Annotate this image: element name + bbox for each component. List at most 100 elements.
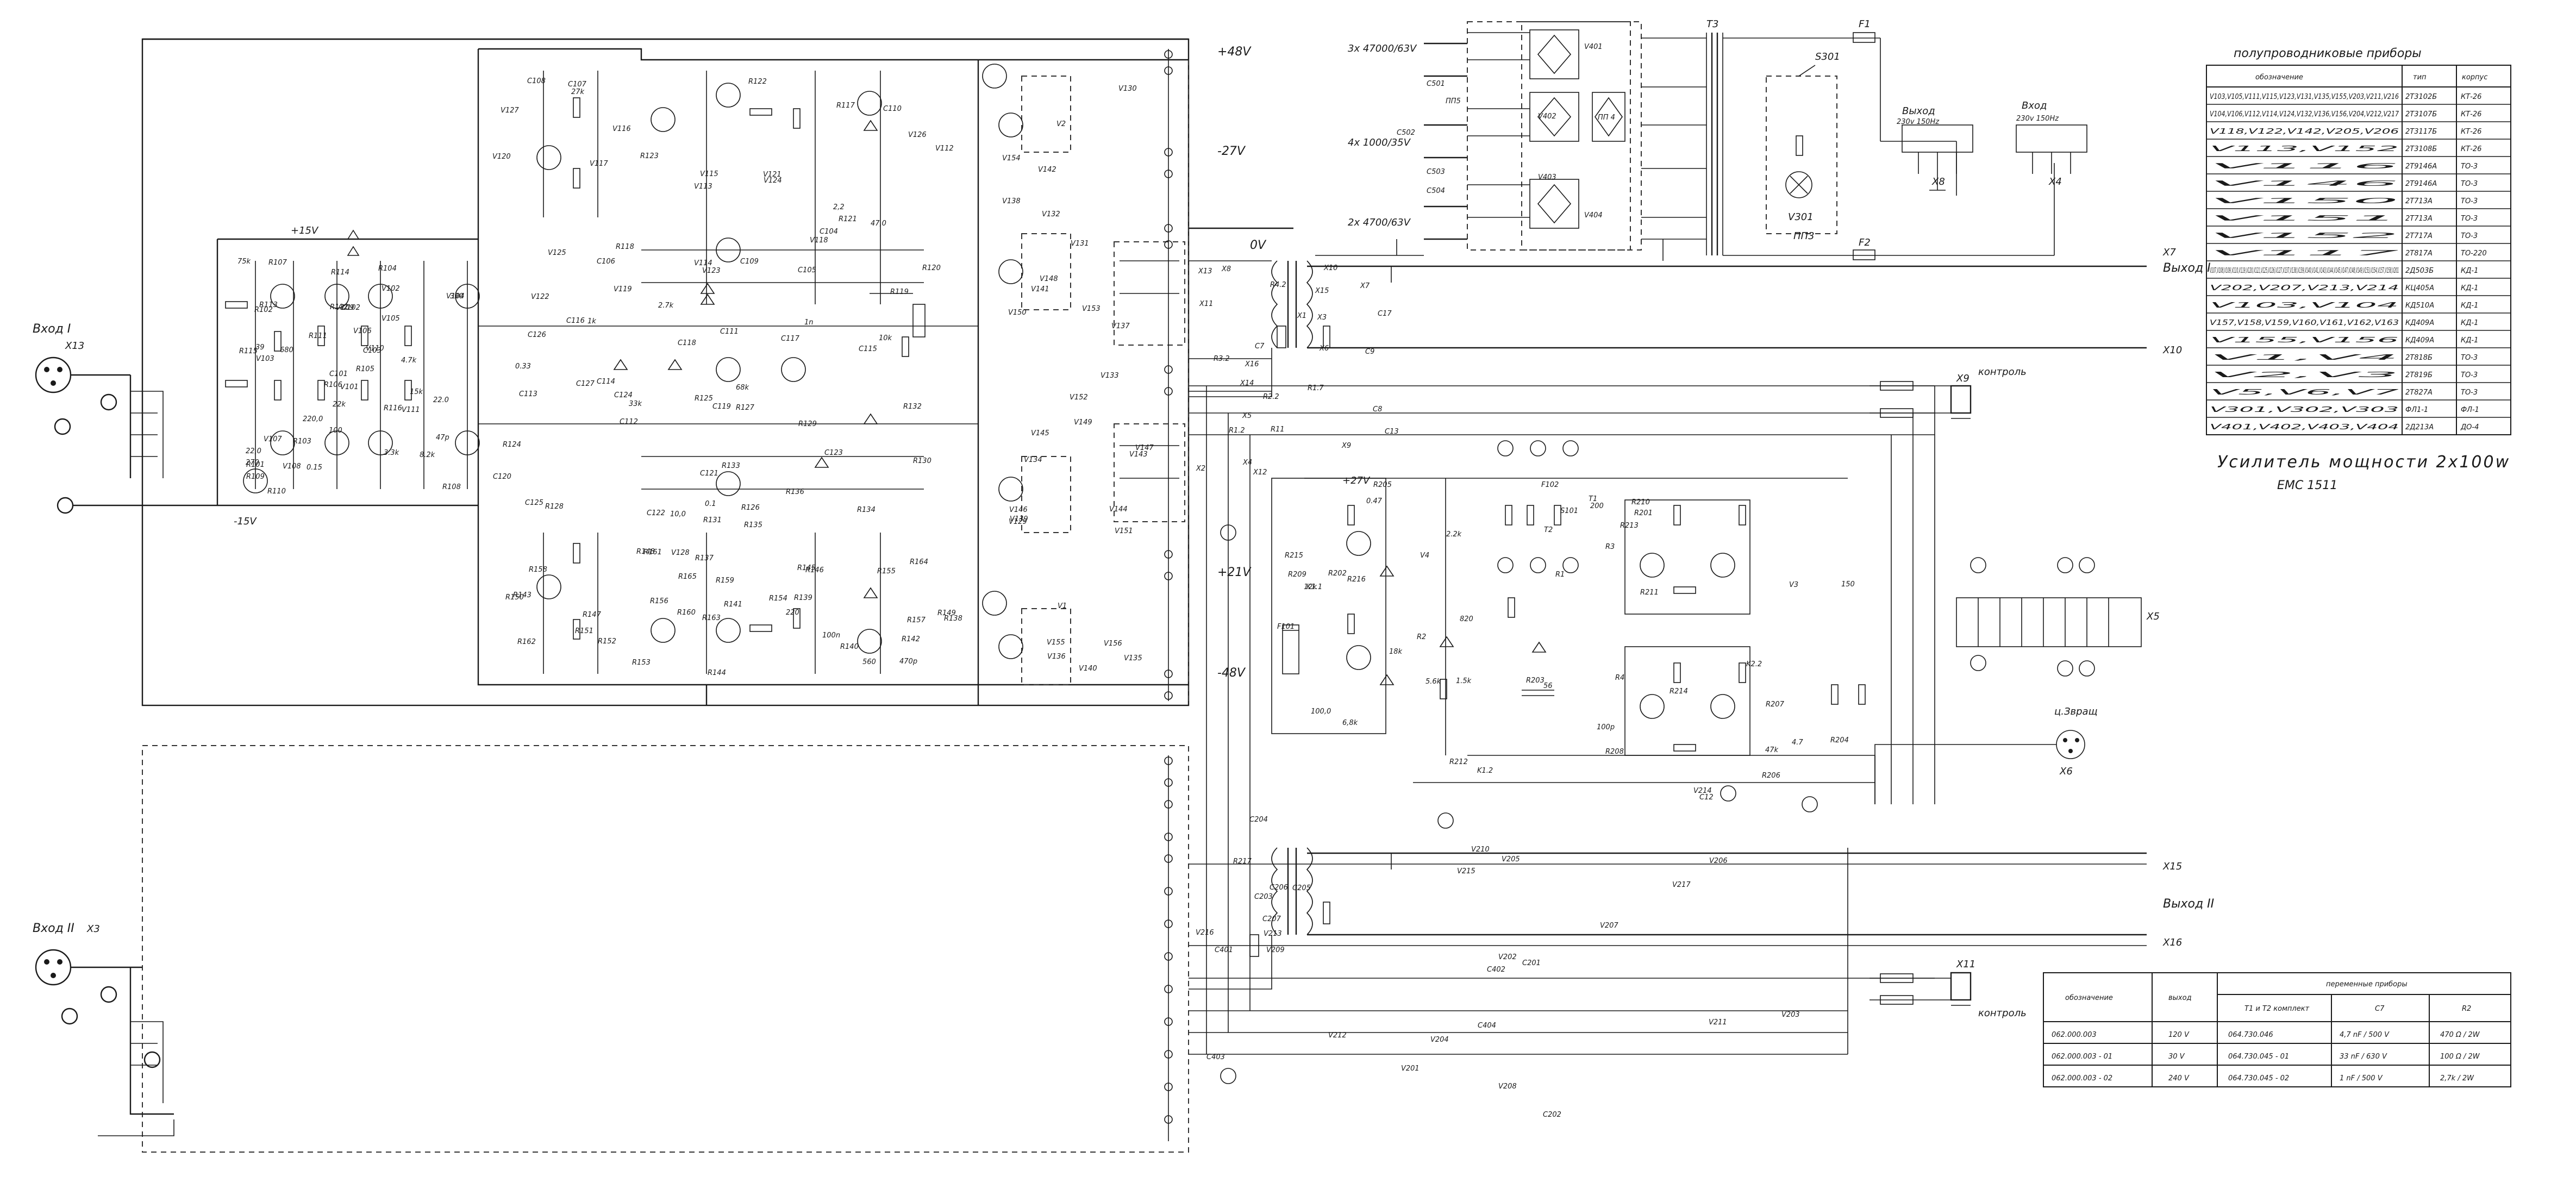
component-designator: V119 (614, 285, 632, 293)
component-designator: R110 (267, 487, 286, 496)
supply-cap3: 2x 4700/63V (1348, 217, 1411, 228)
driver-stage (477, 48, 978, 705)
pp4-label: ПП 4 (1598, 114, 1615, 122)
component-designator: C104 (820, 228, 838, 236)
component-designator: R143 (513, 591, 532, 599)
variant-cell: 120 V (2168, 1031, 2190, 1039)
output-transformers (1189, 260, 2147, 1055)
component-designator: R155 (877, 567, 896, 575)
component-designator: R129 (798, 420, 817, 428)
component-designator: R102 (254, 306, 273, 314)
semi-cell-designation: V107,V108,V109,V110,V119,V120,V121,V125,… (2210, 267, 2399, 275)
mains-out-spec: 230v 150Hz (1897, 118, 1940, 126)
component-designator: V134 (1024, 456, 1042, 464)
component-designator: C401 (1215, 946, 1233, 954)
f1-label: F1 (1859, 18, 1871, 30)
semi-cell-type: 2Т717А (2405, 232, 2433, 240)
semi-cell-case: ТО-3 (2461, 215, 2478, 223)
connector-x5 (1956, 557, 2142, 677)
schematic-title: Усилитель мощности 2x100w (2217, 453, 2510, 472)
component-designator: V4 (1420, 552, 1429, 560)
semi-cell-designation: V151 (2210, 215, 2399, 223)
component-designator: R205 (1373, 481, 1392, 489)
semi-cell-type: 2Т9146А (2405, 180, 2437, 188)
component-designator: V142 (1038, 166, 1056, 174)
component-value: 100p (1597, 723, 1615, 731)
x16-label: X16 (2162, 937, 2182, 948)
component-designator: R137 (695, 554, 714, 562)
component-designator: R124 (503, 441, 521, 449)
component-designator: V149 (1074, 418, 1092, 427)
component-designator: C9 (1365, 348, 1374, 356)
component-designator: R109 (246, 473, 265, 481)
variant-cell: 240 V (2168, 1074, 2190, 1083)
component-designator: C101 (329, 370, 348, 378)
variant-cell: 33 nF / 630 V (2340, 1053, 2387, 1061)
semi-cell-type: КД510А (2405, 302, 2434, 310)
component-designator: V132 (1042, 210, 1060, 218)
semi-cell-case: ТО-3 (2461, 197, 2478, 205)
component-designator: V113 (694, 183, 712, 191)
component-designator: R203 (1526, 677, 1545, 685)
variant-cell: 470 Ω / 2W (2440, 1031, 2480, 1039)
component-designator: V3 (1789, 581, 1798, 589)
component-value: 18k (1389, 648, 1403, 656)
component-designator: V104 (446, 292, 465, 301)
component-designator: C108 (527, 77, 546, 85)
rail-plus27: +27V (1342, 475, 1371, 486)
component-designator: C125 (525, 499, 543, 507)
component-designator: R210 (1631, 498, 1650, 506)
variant-cell: 2,7k / 2W (2440, 1074, 2474, 1083)
component-designator: V108 (283, 462, 301, 471)
component-designator: R202 (1328, 570, 1347, 578)
component-designator: C106 (597, 258, 615, 266)
component-designator: R216 (1347, 575, 1366, 584)
output-stage (870, 59, 1293, 705)
component-designator: V209 (1266, 946, 1285, 954)
semi-cell-designation: V146 (2210, 180, 2399, 188)
semi-cell-case: ТО-220 (2461, 249, 2487, 258)
component-value: 470p (899, 658, 917, 666)
component-designator: R4.2 (1270, 281, 1286, 289)
rail-minus15: -15V (234, 516, 257, 527)
component-designator: R207 (1766, 700, 1785, 709)
component-designator: C127 (576, 380, 595, 388)
variant-cell: 062.000.003 - 02 (2052, 1074, 2112, 1083)
variant-cell: 100 Ω / 2W (2440, 1053, 2480, 1061)
component-designator: V150 (1008, 309, 1027, 317)
output-i-label: Выход I (2163, 261, 2211, 275)
component-designator: C7 (1255, 342, 1265, 351)
component-value: 3.3k (384, 449, 399, 457)
v404-label: V404 (1584, 211, 1603, 220)
component-value: 10k (879, 334, 892, 342)
component-value: 150 (1841, 580, 1855, 589)
component-designator: V201 (1401, 1065, 1420, 1073)
component-designator: V155 (1047, 639, 1065, 647)
component-designator: R113 (259, 301, 278, 309)
component-value: 820 (1460, 615, 1473, 623)
semi-cell-designation: V1,V4 (2210, 354, 2399, 362)
semi-cell-designation: V113,V152 (2210, 145, 2399, 153)
component-designator: R153 (632, 659, 651, 667)
component-designator: C206 (1270, 884, 1288, 892)
component-designator: R204 (1830, 736, 1849, 744)
component-designator: C110 (883, 105, 902, 113)
x6-label: X6 (2059, 766, 2073, 777)
x5-label: X5 (2146, 611, 2160, 622)
component-designator: R158 (529, 566, 547, 574)
connector-x6 (1874, 730, 2085, 804)
variant-cell: 062.000.003 (2052, 1031, 2097, 1039)
component-value: 1k (587, 317, 596, 326)
component-designator: C119 (712, 403, 731, 411)
component-designator: V204 (1430, 1036, 1449, 1044)
x9-label: X9 (1956, 373, 1969, 384)
semi-cell-type: 2Т3108Б (2405, 145, 2437, 153)
component-designator: C122 (647, 509, 665, 517)
component-designator: V214 (1693, 787, 1712, 795)
f2-label: F2 (1859, 237, 1871, 248)
component-designator: R119 (890, 288, 909, 296)
component-designator: T2 (1544, 526, 1553, 534)
semi-cell-case: ТО-3 (2461, 180, 2478, 188)
component-value: 39 (255, 343, 265, 352)
